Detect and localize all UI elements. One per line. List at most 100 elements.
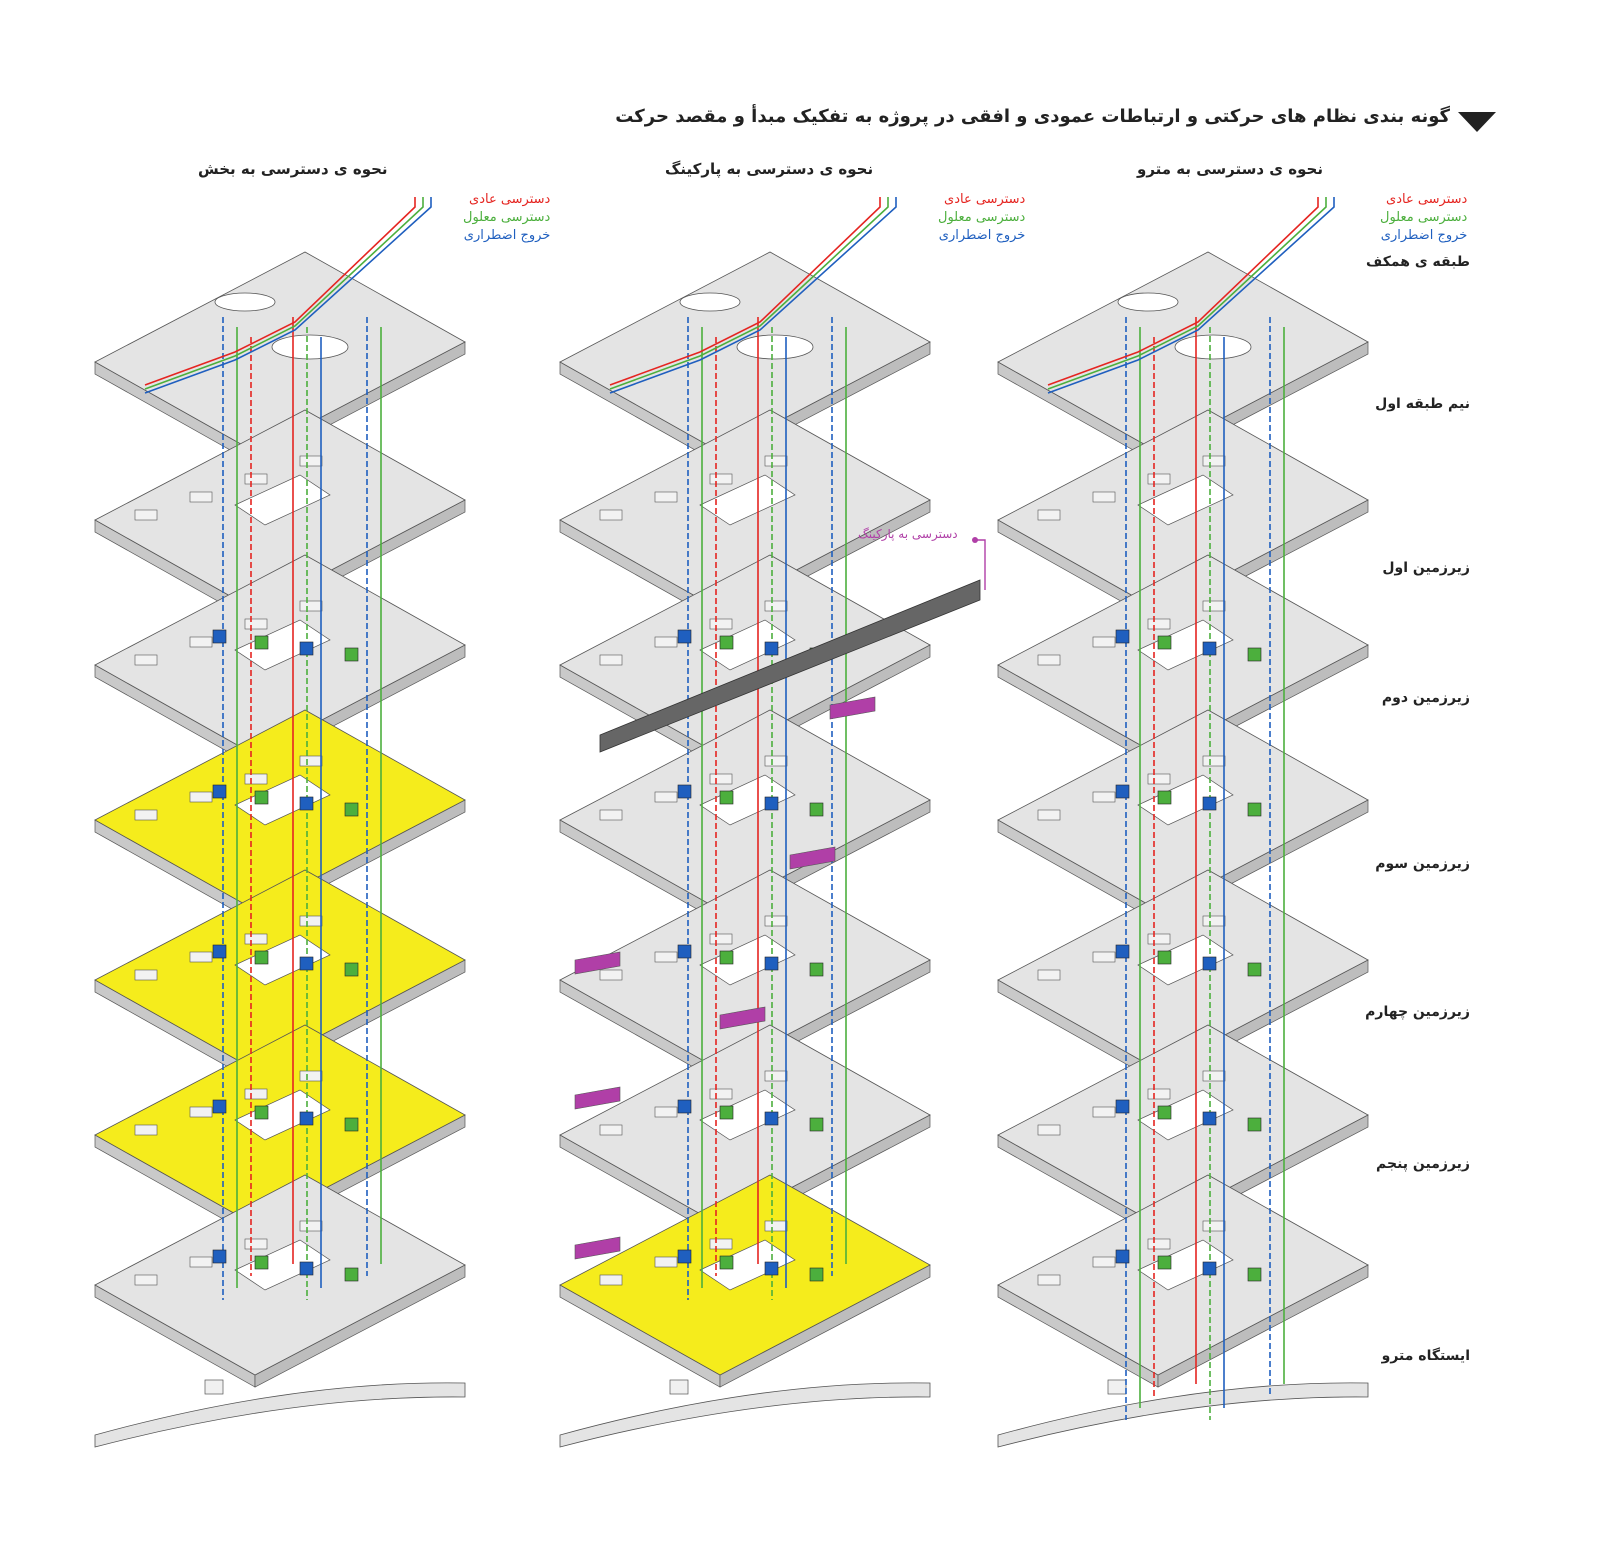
metro-track (997, 1382, 1369, 1448)
core-cube (1157, 635, 1172, 650)
room-block (764, 1070, 788, 1082)
core-cube (212, 1249, 227, 1264)
core-cube (1157, 1255, 1172, 1270)
core-cube (764, 641, 779, 656)
route-line (1047, 197, 1327, 390)
route-line (1047, 197, 1335, 394)
room-block (1202, 915, 1226, 927)
room-block (299, 600, 323, 612)
metro-platform (997, 1379, 1369, 1448)
core-cube (764, 1111, 779, 1126)
room-block (1092, 636, 1116, 648)
room-block (1202, 1220, 1226, 1232)
room-block (599, 1124, 623, 1136)
core-cube (299, 1261, 314, 1276)
slab-void (234, 1239, 331, 1291)
core-cube (809, 1117, 824, 1132)
core-cube (299, 796, 314, 811)
metro-platform (559, 1379, 931, 1448)
legend-parking: دسترسی عادی دسترسی معلول خروج اضطراری (938, 191, 1025, 245)
room-block (709, 473, 733, 485)
room-block (764, 1220, 788, 1232)
core-cube (1247, 802, 1262, 817)
core-cube (1202, 1111, 1217, 1126)
room-block (1037, 509, 1061, 521)
parking-ramp-segment (574, 1236, 621, 1260)
slab-void (699, 1239, 796, 1291)
column-title-parking: نحوه ی دسترسی به پارکینگ (665, 160, 874, 178)
floor-slab-0 (94, 251, 466, 465)
column-1 (559, 197, 931, 1448)
room-block (299, 755, 323, 767)
column-2 (997, 197, 1369, 1448)
room-block (599, 509, 623, 521)
floor-label-basement-1: زیرزمین اول (1382, 560, 1470, 576)
room-block (709, 1238, 733, 1250)
room-block (134, 809, 158, 821)
floor-label-basement-5: زیرزمین پنجم (1376, 1156, 1470, 1172)
core-cube (764, 1261, 779, 1276)
core-cube (1115, 944, 1130, 959)
legend-section: دسترسی عادی دسترسی معلول خروج اضطراری (463, 191, 550, 245)
room-block (299, 915, 323, 927)
core-cube (1247, 962, 1262, 977)
core-cube (254, 790, 269, 805)
core-cube (1157, 950, 1172, 965)
core-cube (1202, 1261, 1217, 1276)
legend-normal-label: دسترسی عادی (469, 192, 551, 207)
core-cube (212, 784, 227, 799)
room-block (1147, 933, 1171, 945)
room-block (1037, 1274, 1061, 1286)
parking-callout-leader (975, 539, 986, 590)
room-block (1202, 455, 1226, 467)
parking-callout-dot (972, 537, 978, 543)
parking-ramp-segment (789, 846, 836, 870)
room-block (244, 773, 268, 785)
room-block (1202, 600, 1226, 612)
floor-slab-3 (94, 709, 466, 923)
page-title: گونه بندی نظام های حرکتی و ارتباطات عمود… (615, 106, 1450, 127)
slab-void (699, 934, 796, 986)
room-block (1092, 1256, 1116, 1268)
room-block (1037, 1124, 1061, 1136)
room-block (1147, 1238, 1171, 1250)
route-line (609, 197, 889, 390)
column-0 (94, 197, 466, 1448)
floor-slab-6 (997, 1174, 1369, 1388)
room-block (189, 951, 213, 963)
room-block (709, 773, 733, 785)
core-cube (344, 1267, 359, 1282)
slab-void (234, 474, 331, 526)
core-cube (254, 1255, 269, 1270)
core-cube (344, 962, 359, 977)
parking-ramp-segment (829, 696, 876, 720)
room-block (654, 1106, 678, 1118)
core-cube (809, 1267, 824, 1282)
room-block (299, 1070, 323, 1082)
metro-entrance-block (1107, 1379, 1127, 1395)
core-cube (1157, 1105, 1172, 1120)
route-line (144, 197, 432, 394)
core-cube (344, 647, 359, 662)
room-block (599, 654, 623, 666)
room-block (1092, 951, 1116, 963)
core-cube (344, 1117, 359, 1132)
room-block (1202, 755, 1226, 767)
core-cube (299, 641, 314, 656)
core-cube (764, 956, 779, 971)
legend-metro: دسترسی عادی دسترسی معلول خروج اضطراری (1380, 191, 1467, 245)
route-line (144, 197, 424, 390)
core-cube (299, 1111, 314, 1126)
room-block (189, 1106, 213, 1118)
floor-label-ground: طبقه ی همکف (1366, 254, 1470, 270)
floor-label-basement-4: زیرزمین چهارم (1365, 1004, 1470, 1020)
legend-disabled-label: دسترسی معلول (938, 210, 1026, 225)
parking-ramp-segment (719, 1006, 766, 1030)
room-block (134, 1124, 158, 1136)
parking-ramp (599, 579, 981, 753)
room-block (764, 915, 788, 927)
route-line (1047, 197, 1319, 386)
room-block (189, 491, 213, 503)
